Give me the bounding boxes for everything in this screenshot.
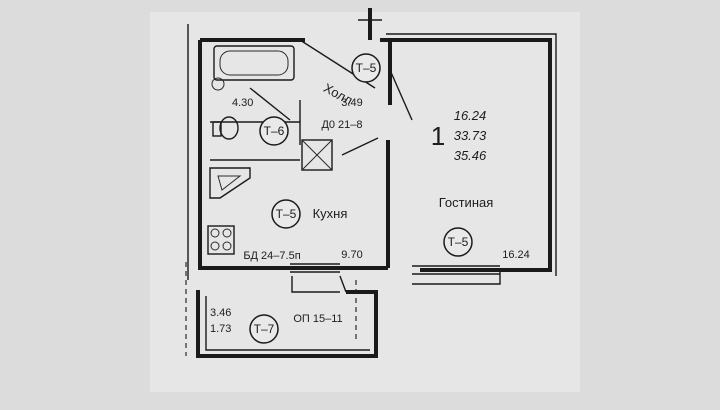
toilet-tank [212,121,222,137]
bathroom-area: 4.30 [232,97,253,109]
marker-t6: Т–6 [264,124,285,138]
door-code: Д0 21–8 [321,119,362,131]
outer-wall-right [380,38,552,272]
marker-t5-living: Т–5 [448,235,469,249]
balcony-door-code: БД 24–7.5п [243,250,300,262]
total-with-loggia: 35.46 [454,148,487,163]
loggia-inner [205,296,370,351]
kitchen-sill [291,276,340,293]
loggia-link [339,275,347,293]
living-area: 16.24 [502,249,530,261]
stove [207,225,235,255]
facade-line-right [386,33,557,276]
vent-shaft-cross [301,139,333,171]
bathroom-door-line [249,87,291,121]
kitchen-door-line [341,137,379,156]
living-label: Гостиная [439,195,494,210]
window-code: ОП 15–11 [293,313,342,325]
total-area: 33.73 [454,128,487,143]
kitchen-window [290,263,340,273]
stove-burner [222,241,232,251]
loggia-wall [196,290,378,358]
vent-shaft [301,139,333,171]
marker-circle [443,227,473,257]
living-door-line [389,69,413,121]
kitchen-area: 9.70 [341,249,362,261]
kitchen-sink-bowl [217,175,242,191]
kitchen-label: Кухня [313,206,348,221]
marker-circle [271,199,301,229]
stove-burner [210,241,220,251]
washbasin [211,77,225,91]
toilet [219,116,239,140]
living-window [412,265,500,275]
bathtub [213,45,295,81]
apartment-number: 1 [431,121,445,151]
marker-circle [249,314,279,344]
stove-burner [210,228,220,238]
total-living: 16.24 [454,108,487,123]
hall-area: 3.49 [341,97,362,109]
marker-circle [259,116,289,146]
marker-t5-top: Т–5 [356,61,377,75]
marker-t5-kitchen: Т–5 [276,207,297,221]
marker-t7: Т–7 [254,322,275,336]
marker-circle [351,53,381,83]
bathtub-inner [219,50,289,76]
outer-wall-left [198,40,388,270]
living-sill [412,272,501,285]
loggia-area-reduced: 1.73 [210,323,231,335]
kitchen-sink [209,167,251,199]
stove-burner [222,228,232,238]
loggia-area-full: 3.46 [210,307,231,319]
